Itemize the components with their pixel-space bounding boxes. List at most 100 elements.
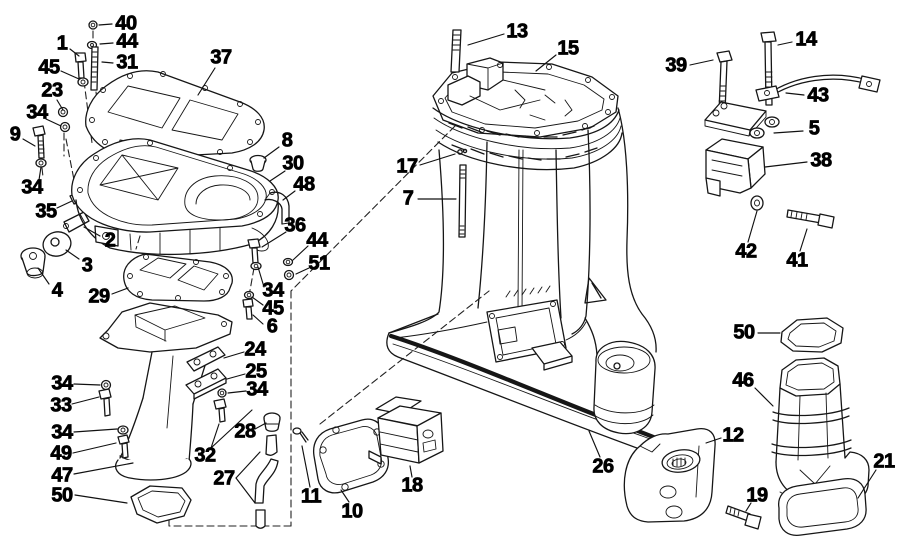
callout-24: 24 [244, 338, 267, 361]
rubber-mount-38 [705, 138, 766, 197]
callout-43: 43 [807, 84, 830, 107]
leader-14 [777, 41, 793, 46]
leader-10 [340, 489, 350, 503]
callout-39: 39 [665, 54, 688, 77]
callout-51: 51 [308, 252, 331, 275]
leader-33 [71, 396, 100, 405]
washer-34b [35, 158, 47, 168]
callout-45: 45 [38, 56, 61, 79]
plug-8 [249, 154, 267, 172]
leader-23 [56, 99, 64, 111]
leader-15 [535, 54, 557, 72]
callout-42: 42 [735, 240, 758, 263]
washer-34c [250, 261, 262, 271]
leader-13 [467, 33, 505, 46]
hose-48 [264, 191, 290, 225]
callout-12: 12 [722, 424, 745, 447]
bolt-36 [247, 238, 261, 264]
leader-47 [73, 462, 134, 475]
callout-38: 38 [810, 149, 833, 172]
mount-housing-12 [623, 428, 716, 523]
leader-27 [235, 451, 261, 479]
plug-4 [20, 247, 46, 279]
nut-23 [57, 106, 69, 118]
adapter-housing-30 [71, 138, 279, 256]
callout-3: 3 [81, 254, 93, 277]
callout-34: 34 [262, 279, 285, 302]
leader-29 [111, 287, 129, 295]
stud-31 [90, 46, 99, 91]
leader-34 [73, 383, 101, 386]
nut-51 [283, 269, 295, 281]
bolt-19 [725, 505, 762, 530]
leader-34 [38, 166, 42, 181]
nut-34a [59, 121, 71, 133]
nut-40 [88, 20, 98, 30]
callout-46: 46 [732, 369, 755, 392]
seal-50-right [780, 317, 844, 353]
mount-plates [98, 346, 227, 459]
leader-8 [263, 146, 280, 159]
leader-11 [301, 445, 311, 488]
callout-40: 40 [115, 12, 138, 35]
washer-42 [750, 195, 764, 211]
callout-13: 13 [506, 20, 529, 43]
leader-35 [56, 200, 73, 209]
callout-15: 15 [557, 37, 580, 60]
callout-5: 5 [808, 117, 820, 140]
bolt-39 [716, 50, 733, 113]
callout-49: 49 [50, 442, 73, 465]
callout-26: 26 [592, 455, 615, 478]
callout-34: 34 [21, 176, 44, 199]
bolt-36-group [242, 238, 295, 320]
washer-3 [42, 231, 72, 257]
leader-2 [83, 226, 101, 237]
callout-1: 1 [56, 32, 68, 55]
exhaust-housing [386, 29, 713, 468]
leader-32 [210, 423, 220, 449]
hardware-left-top [20, 20, 99, 279]
bolt-41 [786, 209, 835, 229]
pin-17 [457, 148, 468, 155]
washer-45a [77, 77, 89, 87]
leader-21 [857, 469, 877, 499]
leader-42 [747, 210, 758, 243]
hose-27 [254, 434, 279, 529]
seal-50-left [130, 485, 192, 524]
bracket-5 [704, 101, 780, 139]
washer-45b [243, 290, 255, 300]
callout-29: 29 [88, 285, 111, 308]
inner-exhaust-tube-47 [99, 302, 233, 481]
leader-lines [22, 23, 877, 512]
leader-12 [705, 437, 722, 444]
leader-25 [226, 373, 246, 380]
leader-19 [745, 502, 752, 512]
callout-8: 8 [281, 129, 293, 152]
leader-30 [269, 170, 286, 182]
leader-34 [73, 428, 118, 433]
gasket-29 [123, 253, 233, 302]
leader-46 [754, 387, 774, 407]
plate-24 [186, 346, 226, 372]
callout-50: 50 [733, 321, 756, 344]
nut-34d [217, 388, 227, 398]
leader-28 [254, 422, 267, 430]
plate-25 [185, 368, 227, 400]
leader-48 [282, 190, 296, 201]
bolt-32 [213, 398, 227, 423]
leader-40 [98, 23, 113, 26]
callout-21: 21 [873, 450, 896, 473]
bolt-33 [98, 388, 112, 417]
callout-30: 30 [282, 152, 305, 175]
callout-34: 34 [246, 378, 269, 401]
leader-34 [45, 118, 62, 127]
leader-4 [37, 267, 50, 285]
callout-34: 34 [51, 421, 74, 444]
callout-34: 34 [26, 101, 49, 124]
leader-5 [773, 130, 804, 134]
leader-38 [764, 161, 808, 168]
leader-24 [223, 351, 245, 359]
stud-13 [450, 29, 462, 73]
leader-44 [99, 42, 114, 45]
